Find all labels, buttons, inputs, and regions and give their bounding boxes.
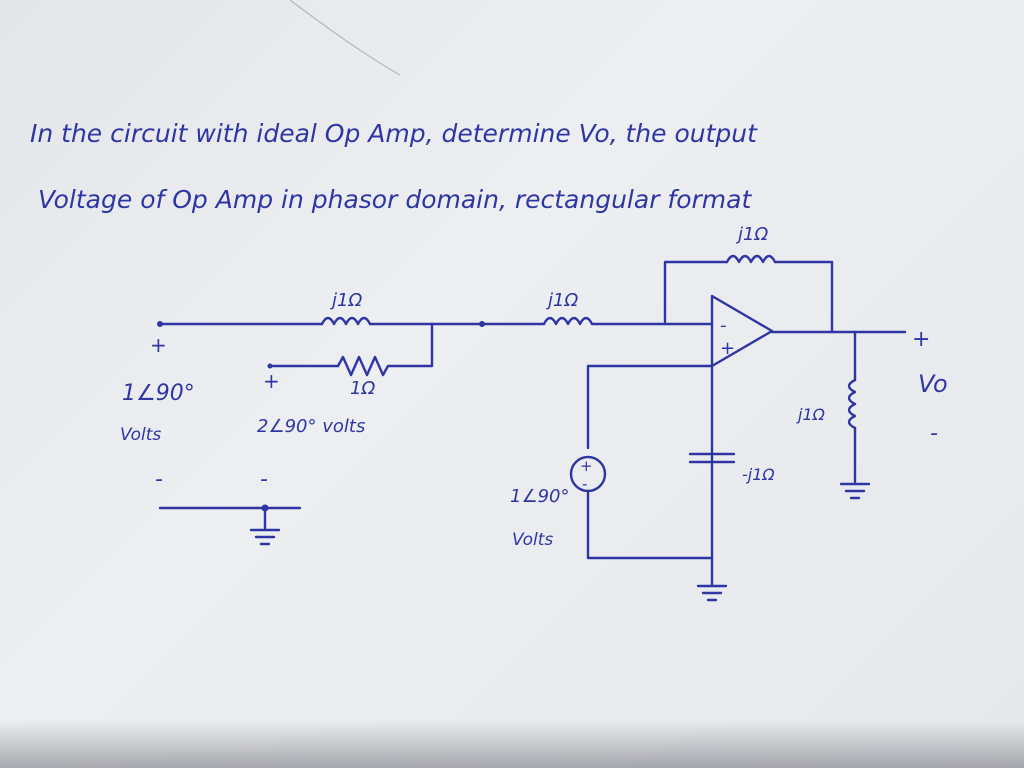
load-inductor: [847, 378, 857, 430]
source3-value: 1∠90°: [510, 486, 570, 507]
source3-plus: +: [580, 457, 593, 475]
feedback-inductor-label: j1Ω: [735, 224, 768, 245]
capacitor: [688, 452, 736, 464]
input-inductor-1: [320, 316, 372, 326]
source1-minus: -: [155, 467, 163, 492]
pencil-mark: [289, 0, 401, 76]
input-inductor-2-label: j1Ω: [545, 290, 578, 311]
output-minus: -: [930, 421, 938, 446]
resistor: [336, 355, 390, 377]
feedback-inductor: [663, 254, 834, 334]
op-amp-plus-terminal: +: [720, 338, 735, 359]
source3-minus: -: [582, 475, 587, 493]
problem-line-2: Voltage of Op Amp in phasor domain, rect…: [38, 185, 752, 214]
source2-node: [267, 363, 273, 369]
ground-symbol-1: [696, 556, 728, 602]
source2-value: 2∠90° volts: [257, 416, 365, 437]
op-amp-minus-terminal: -: [720, 315, 727, 336]
source3-unit: Volts: [512, 530, 553, 550]
capacitor-label: -j1Ω: [742, 465, 775, 484]
source1-unit: Volts: [120, 425, 161, 445]
problem-line-1: In the circuit with ideal Op Amp, determ…: [30, 119, 758, 148]
load-inductor-label: j1Ω: [796, 405, 826, 424]
source1-plus: +: [150, 333, 167, 357]
ground-symbol-3: [249, 506, 281, 546]
input-inductor-1-label: j1Ω: [329, 290, 362, 311]
resistor-label: 1Ω: [350, 378, 375, 399]
source2-minus: -: [260, 467, 268, 492]
ground-symbol-2: [839, 482, 871, 500]
output-label: Vo: [918, 370, 948, 398]
op-amp: [710, 294, 774, 368]
photo-shadow: [0, 720, 1024, 768]
source2-plus: +: [263, 369, 280, 393]
input-inductor-2: [542, 316, 594, 326]
output-plus: +: [912, 327, 930, 352]
source1-value: 1∠90°: [122, 381, 195, 406]
